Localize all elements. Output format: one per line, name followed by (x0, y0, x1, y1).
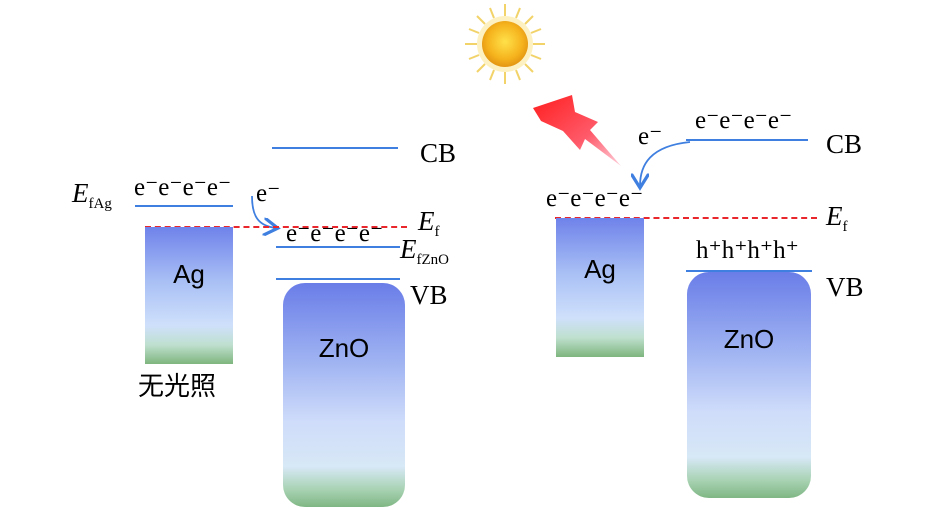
right-fermi-dashed-line (555, 217, 817, 219)
left-transfer-electron: e⁻ (256, 180, 281, 207)
right-cb-electrons: e⁻e⁻e⁻e⁻ (695, 107, 793, 134)
left-cb-label: CB (420, 138, 457, 168)
right-vb-holes: h⁺h⁺h⁺h⁺ (696, 237, 799, 264)
right-cb-line (686, 139, 808, 141)
right-ag-electrons: e⁻e⁻e⁻e⁻ (546, 185, 644, 212)
left-zno-label: ZnO (318, 333, 370, 363)
no-light-caption: 无光照 (138, 372, 217, 402)
left-cb-line (272, 147, 398, 149)
left-vb-label: VB (410, 280, 448, 310)
right-zno-label: ZnO (723, 324, 775, 354)
left-ag-label: Ag (173, 259, 205, 289)
right-transfer-electron: e⁻ (638, 123, 663, 150)
right-ag-block: Ag (556, 218, 644, 357)
left-vb-line (276, 278, 400, 280)
left-efzno-line (276, 246, 400, 248)
left-zno-electrons: e⁻e⁻e⁻e⁻ (286, 220, 384, 247)
right-vb-line (686, 270, 812, 272)
left-zno-block: ZnO (283, 283, 405, 507)
left-efzno-label: EfZnO (400, 234, 449, 268)
right-vb-label: VB (826, 272, 864, 302)
right-cb-label: CB (826, 129, 863, 159)
right-ag-label: Ag (584, 254, 616, 284)
lightning-icon (533, 95, 621, 166)
left-efag-label: EfAg (72, 178, 112, 212)
left-ef-label: Ef (418, 206, 440, 240)
right-transfer-arrow (640, 141, 691, 186)
left-fermi-dashed-line (145, 226, 407, 228)
right-zno-block: ZnO (687, 272, 811, 498)
sun-icon (465, 4, 545, 84)
right-ef-label: Ef (826, 201, 848, 235)
left-ag-electrons: e⁻e⁻e⁻e⁻ (134, 174, 232, 201)
left-ag-fermi-line (135, 205, 233, 207)
left-ag-block: Ag (145, 227, 233, 364)
